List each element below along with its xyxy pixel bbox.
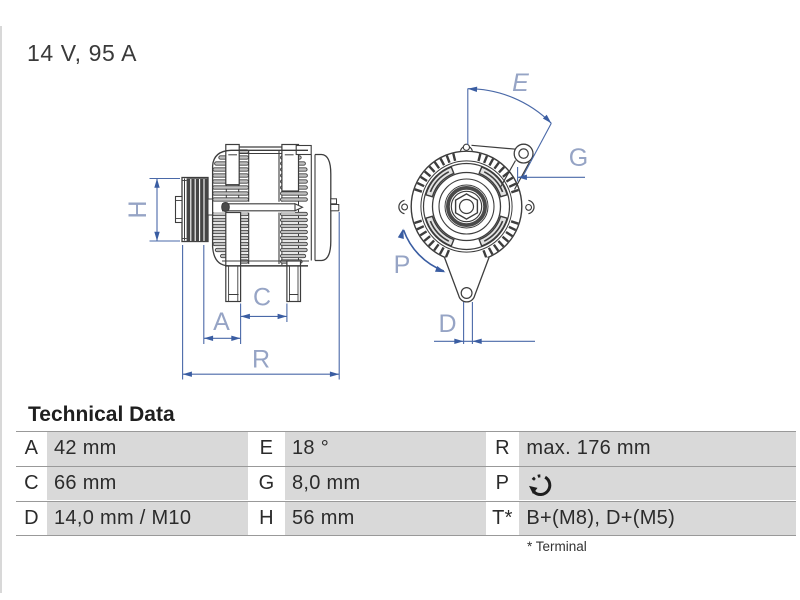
svg-text:C: C (253, 284, 271, 312)
svg-text:R: R (252, 346, 270, 374)
svg-text:A: A (213, 308, 230, 336)
svg-text:D: D (438, 310, 456, 338)
svg-text:E: E (512, 69, 529, 97)
svg-text:P: P (394, 251, 411, 279)
svg-text:G: G (569, 144, 588, 172)
svg-text:H: H (124, 200, 152, 218)
